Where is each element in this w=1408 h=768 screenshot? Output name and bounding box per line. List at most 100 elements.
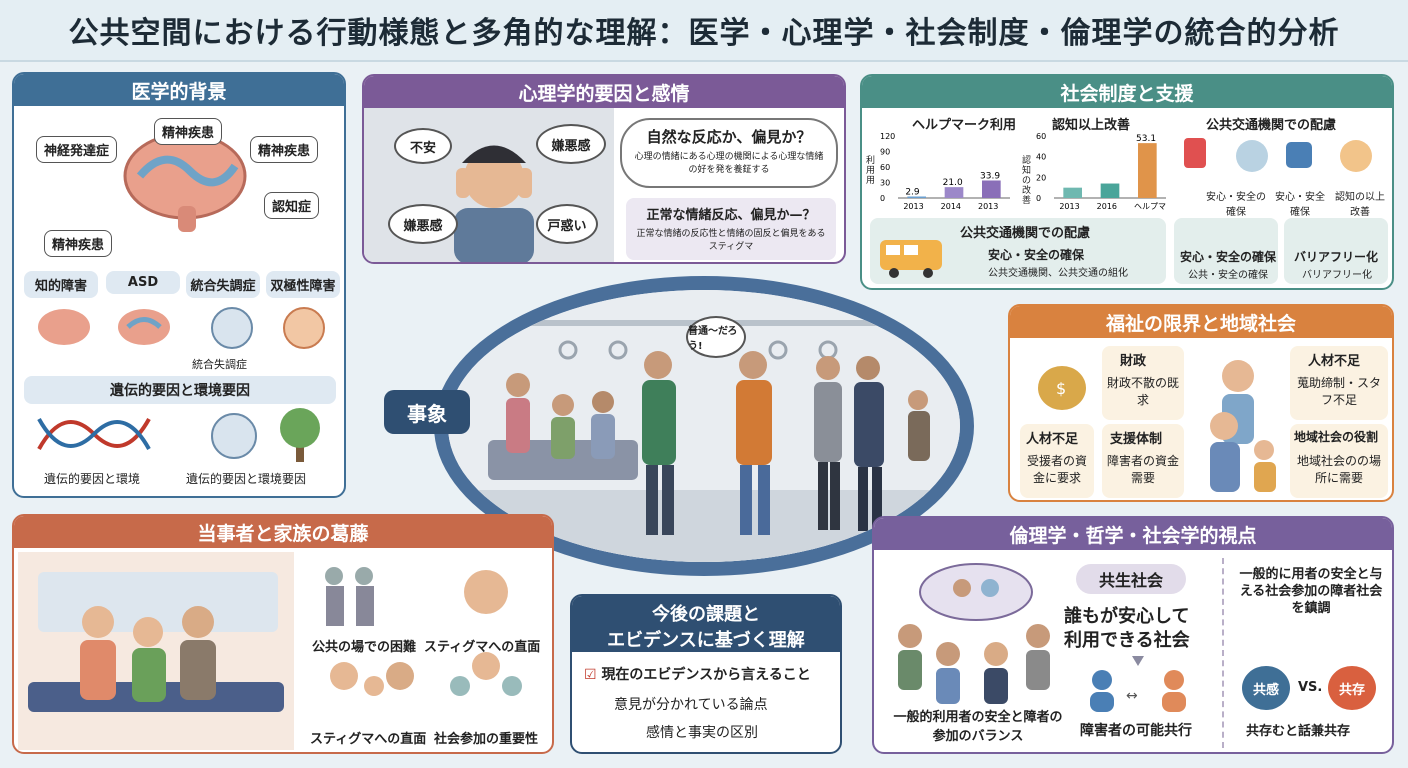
ethics-panel: 倫理学・哲学・社会学的視点 一般的利用者の安全と障者の参加のバランス 共生社会 … bbox=[872, 516, 1394, 754]
page-title: 公共空間における行動様態と多角的な理解：医学・心理学・社会制度・倫理学の統合的分… bbox=[68, 16, 1340, 51]
bus-icon bbox=[880, 240, 942, 278]
emotion-disgust: 嫌悪感 bbox=[536, 124, 606, 164]
y-tick-label: 20 bbox=[1036, 173, 1046, 182]
medical-background-panel: 医学的背景 精神疾患 神経発達症 精神疾患 認知症 精神疾患 知的障害 ASD … bbox=[12, 72, 346, 498]
handshake-community-illustration bbox=[898, 563, 1050, 704]
right-text: 一般的に用者の安全と与える社会参加の障者社会を鎮調 bbox=[1239, 567, 1383, 616]
bar-value-label: 53.1 bbox=[1136, 134, 1156, 144]
panel-header: 福祉の限界と地域社会 bbox=[1010, 306, 1392, 338]
normal-reaction-card: 正常な情緒反応、偏見か—？ 正常な情緒の反応性と情緒の固反と偏見をあるスティグマ bbox=[626, 198, 836, 260]
card-title: 公共交通機関での配慮 bbox=[960, 226, 1091, 241]
brain-icon bbox=[123, 132, 247, 232]
central-event-label: 事象 bbox=[384, 390, 470, 434]
genetic-label-2: 遺伝的要因と環境要因 bbox=[186, 472, 307, 486]
welfare-card-support: 支援体制 障害者の資金需要 bbox=[1102, 424, 1184, 498]
category-label: ヘルプマーク bbox=[1134, 202, 1166, 211]
card-text: 受援者の資金に要求 bbox=[1026, 454, 1087, 485]
panel-header: 医学的背景 bbox=[14, 74, 344, 106]
transit-icons bbox=[1184, 138, 1372, 172]
category-label: 2014 bbox=[941, 202, 961, 211]
chart2-title: 認知以上改善 bbox=[1052, 118, 1131, 133]
tag-dementia: 認知症 bbox=[264, 192, 320, 219]
panel-header: 心理学的要因と感情 bbox=[364, 76, 844, 108]
svg-text:$: $ bbox=[1056, 379, 1066, 398]
transit-title: 公共交通機関での配慮 bbox=[1206, 118, 1337, 133]
bar bbox=[1063, 187, 1082, 198]
item-text: 意見が分かれている論点 bbox=[614, 697, 768, 713]
card-text: 蒐助缔制・スタフ不足 bbox=[1296, 376, 1381, 407]
pill-schizophrenia: 統合失調症 bbox=[186, 271, 260, 298]
card-title: 安心・安全の確保 bbox=[1180, 250, 1277, 264]
cloud-title: 自然な反応か、偏見か？ bbox=[646, 128, 812, 146]
two-persons-icon: ↔ bbox=[1090, 656, 1186, 712]
bar-value-label: 21.0 bbox=[943, 178, 963, 188]
card-sub: バリアフリー化 bbox=[1302, 270, 1372, 281]
schizophrenia-caption: 統合失調症 bbox=[192, 358, 247, 371]
item-text: 現在のエビデンスから言えること bbox=[601, 667, 811, 683]
card-title: 支援体制 bbox=[1110, 432, 1163, 447]
welfare-card-staff-shortage: 人材不足 蒐助缔制・スタフ不足 bbox=[1290, 346, 1388, 420]
item-text: 感情と事実の区別 bbox=[646, 725, 758, 741]
speech-bubble: 普通〜だろう! bbox=[686, 316, 746, 358]
y-tick-label: 30 bbox=[880, 179, 890, 188]
svg-text:↔: ↔ bbox=[1126, 688, 1138, 704]
welfare-card-finance: 財政 財政不散の既求 bbox=[1102, 346, 1184, 420]
panel-header: 今後の課題と エビデンスに基づく理解 bbox=[572, 596, 840, 652]
bar bbox=[1100, 183, 1120, 198]
tag-mental-illness: 精神疾患 bbox=[44, 230, 113, 257]
psychology-panel: 心理学的要因と感情 不安 嫌悪感 嫌悪感 戸惑い 自然な反応か、偏見か？ 心理の… bbox=[362, 74, 846, 264]
header-line2: エビデンスに基づく理解 bbox=[607, 630, 805, 651]
panel-header: 当事者と家族の葛藤 bbox=[14, 516, 552, 548]
future-challenges-panel: 今後の課題と エビデンスに基づく理解 ☑ 現在のエビデンスから言えること 意見が… bbox=[570, 594, 842, 754]
tag-mental-illness: 精神疾患 bbox=[154, 118, 223, 145]
kyokan-circle: 共感 bbox=[1242, 666, 1290, 710]
card-text: 正常な情緒の反応性と情緒の固反と偏見をあるスティグマ bbox=[636, 229, 826, 252]
bar bbox=[982, 180, 1001, 198]
vs-label: VS. bbox=[1298, 680, 1323, 695]
bar bbox=[907, 196, 926, 198]
brain-icons-row bbox=[38, 307, 325, 349]
chart2-ylabel: 認知の改善 bbox=[1022, 156, 1032, 206]
transit-label-3: 認知の以上改善 bbox=[1335, 192, 1385, 218]
emotion-anxiety: 不安 bbox=[394, 128, 452, 164]
kyosei-badge: 共生社会 bbox=[1076, 564, 1186, 594]
card-title: 正常な情緒反応、偏見か—？ bbox=[646, 208, 816, 223]
transit-consideration-card: 公共交通機関での配慮 安心・安全の確保 公共交通機関、公共交通の組化 bbox=[870, 218, 1166, 284]
vignette-stigma: スティグマへの直面 bbox=[424, 640, 541, 655]
vignette-public-difficulty: 公共の場での困難 bbox=[312, 640, 417, 655]
welfare-panel: 福祉の限界と地域社会 $ 財政 財政不散の既求 人材不足 受援者の資金に要求 支… bbox=[1008, 304, 1394, 502]
chart1-title: ヘルプマーク利用 bbox=[912, 118, 1017, 133]
welfare-card-community: 地域社会の役割 地域社会のの場所に需要 bbox=[1290, 424, 1388, 498]
family-conflict-panel: 当事者と家族の葛藤 公共の場での困難 スティグマへの直面 スティグマへの直面 社… bbox=[12, 514, 554, 754]
family-vignettes bbox=[325, 567, 522, 696]
category-label: 2013 bbox=[1059, 202, 1079, 211]
kyosei-text-2: 利用できる社会 bbox=[1064, 630, 1190, 651]
pill-bipolar: 双極性障害 bbox=[266, 271, 340, 298]
card-sub: 公共・安全の確保 bbox=[1188, 270, 1268, 281]
genetic-environment-header: 遺伝的要因と環境要因 bbox=[24, 376, 336, 404]
y-tick-label: 0 bbox=[1036, 194, 1041, 203]
category-label: 2016 bbox=[1097, 202, 1117, 211]
emotion-disgust: 嫌悪感 bbox=[388, 204, 458, 244]
checklist-item: ☑ 現在のエビデンスから言えること bbox=[584, 664, 811, 684]
panel-header: 社会制度と支援 bbox=[862, 76, 1392, 108]
family-on-train-illustration bbox=[18, 552, 294, 750]
tag-neurodevelopmental: 神経発達症 bbox=[36, 136, 118, 163]
bar-value-label: 2.9 bbox=[905, 188, 920, 198]
kyozon-circle: 共存 bbox=[1328, 666, 1376, 710]
bar-value-label: 33.9 bbox=[980, 171, 1000, 181]
card-sub: 公共交通機関、公共交通の組化 bbox=[988, 268, 1128, 279]
pill-asd: ASD bbox=[106, 271, 180, 294]
vignette-stigma-2: スティグマへの直面 bbox=[310, 732, 427, 747]
kyosei-text-1: 誰もが安心して bbox=[1064, 606, 1190, 627]
y-tick-label: 60 bbox=[1036, 132, 1046, 141]
bar bbox=[944, 187, 964, 198]
title-bar: 公共空間における行動様態と多角的な理解：医学・心理学・社会制度・倫理学の統合的分… bbox=[0, 0, 1408, 62]
card-title: 地域社会の役割 bbox=[1294, 430, 1379, 444]
checkbox-icon: ☑ bbox=[584, 667, 597, 683]
possible-caption: 障害者の可能共行 bbox=[1080, 723, 1192, 739]
